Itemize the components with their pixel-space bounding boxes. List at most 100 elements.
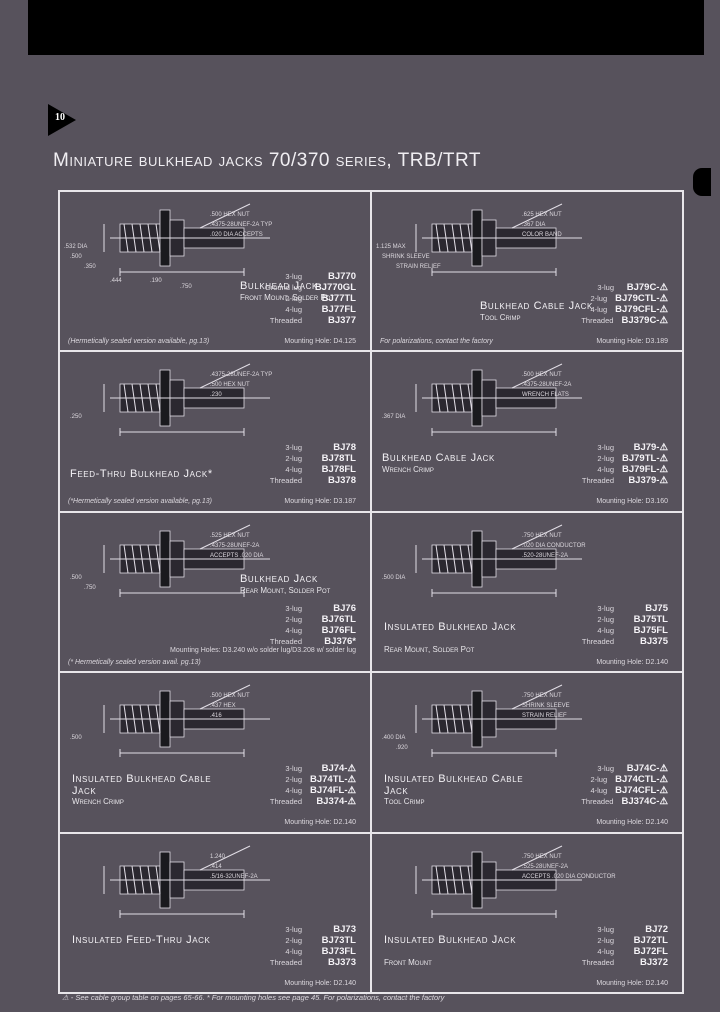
part-row: Threaded BJ372 [582, 957, 668, 968]
product-title: Insulated Bulkhead Jack [384, 620, 517, 633]
dimension-label: .367 DIA [382, 414, 406, 421]
part-number: BJ72 [645, 923, 668, 935]
product-title: Insulated Feed-Thru Jack [72, 933, 211, 946]
lug-type: Threaded [581, 476, 614, 486]
part-number: BJ73 [333, 923, 356, 935]
part-number: BJ378 [328, 475, 356, 487]
lug-type: 3-lug [597, 764, 614, 774]
lug-type: 3-lug [597, 603, 614, 613]
lug-type: 2-lug [285, 614, 302, 624]
part-number: BJ72FL [633, 945, 668, 957]
dimension-label: .4375-28UNEF-2A [210, 542, 260, 549]
product-subtitle: Tool Crimp [384, 797, 425, 807]
part-row: 3-lug BJ73 [270, 924, 356, 935]
dimension-label: SHRINK SLEEVE [382, 254, 430, 260]
part-number: BJ74CFL-⚠ [615, 785, 668, 797]
part-number: BJ73TL [321, 934, 356, 946]
dimension-label: .500 HEX NUT [210, 693, 250, 700]
product-title: Bulkhead Cable Jack [382, 452, 495, 465]
dimension-label: .520-28UNEF-2A [522, 552, 569, 559]
part-number: BJ76TL [321, 613, 356, 625]
product-title: Insulated Bulkhead Cable Jack [72, 773, 212, 798]
mounting-hole: Mounting Hole: D2.140 [284, 819, 356, 827]
dimension-label: .750 HEX NUT [522, 853, 562, 860]
dimension-label: .500 HEX NUT [210, 212, 250, 218]
lug-type: 3-lug [597, 924, 614, 934]
dimension-label: STRAIN RELIEF [522, 713, 567, 720]
part-number: BJ770GL [314, 282, 356, 293]
dimension-label: .4375-28UNEF-2A TYP [210, 372, 273, 379]
part-number: BJ77FL [321, 304, 356, 315]
part-number: BJ76 [333, 602, 356, 614]
lug-type: 4-lug [590, 786, 608, 796]
dimension-label: .750 [84, 584, 96, 591]
dimension-label: .532 DIA [64, 244, 88, 250]
dimension-label: .500 [70, 574, 82, 581]
lug-type: Threaded [581, 636, 614, 646]
lug-type: Threaded [269, 957, 302, 967]
lug-type: 4-lug [597, 946, 614, 956]
product-subtitle: Tool Crimp [480, 313, 521, 322]
product-title: Insulated Bulkhead Jack [384, 933, 517, 946]
dimension-label: .5/16-32UNEF-2A [210, 873, 258, 880]
dimension-label: .4375-28UNEF-2A [522, 382, 572, 389]
lug-type: 4-lug [285, 786, 302, 796]
dimension-label: .020 DIA CONDUCTOR [522, 542, 586, 549]
lug-type: Threaded [581, 316, 614, 325]
product-subtitle: Wrench Crimp [72, 797, 124, 807]
product-title: Bulkhead Jack [240, 572, 318, 585]
lug-type: 4-lug [285, 305, 302, 314]
lug-type: 3-lug [285, 924, 302, 934]
lug-type: 3-lug [285, 603, 302, 613]
part-number: BJ75FL [633, 624, 668, 636]
connector-drawing [415, 524, 582, 597]
product-subtitle: Front Mount, Solder Pot [240, 293, 335, 302]
dimension-label: .416 [210, 713, 222, 720]
lug-type: Threaded [581, 957, 614, 967]
part-number: BJ372 [640, 956, 668, 968]
dimension-label: WRENCH FLATS [522, 392, 569, 399]
part-number: BJ79CTL-⚠ [615, 293, 668, 304]
page-number: 10 [55, 112, 65, 123]
dimension-label: .500 HEX NUT [210, 382, 250, 389]
footer-note: ⚠ - See cable group table on pages 65-66… [62, 993, 445, 1002]
dimension-label: .250 [70, 414, 82, 421]
part-row: 4-lug BJ74CFL-⚠ [581, 785, 668, 796]
part-row: 4-lug BJ77FL [265, 304, 356, 315]
part-row: 4-lug BJ72FL [582, 946, 668, 957]
part-number: BJ74-⚠ [321, 763, 356, 775]
dimension-label: .400 DIA [382, 735, 406, 742]
dimension-label: .525 HEX NUT [210, 532, 250, 539]
product-title: Bulkhead Jack [240, 280, 318, 292]
lug-type: Threaded [269, 316, 302, 325]
part-number: BJ78FL [321, 464, 356, 476]
part-number: BJ72TL [633, 934, 668, 946]
dimension-label: ACCEPTS .020 DIA CONDUCTOR [522, 873, 616, 880]
part-number: BJ78TL [321, 453, 356, 465]
product-title: Insulated Bulkhead Cable Jack [384, 773, 524, 798]
part-row: 3-lug BJ76 [270, 603, 356, 614]
lug-type: 4-lug [590, 305, 608, 314]
lug-type: Threaded [269, 797, 302, 807]
connector-drawing [103, 684, 270, 758]
lug-type: 2-lug [597, 614, 614, 624]
